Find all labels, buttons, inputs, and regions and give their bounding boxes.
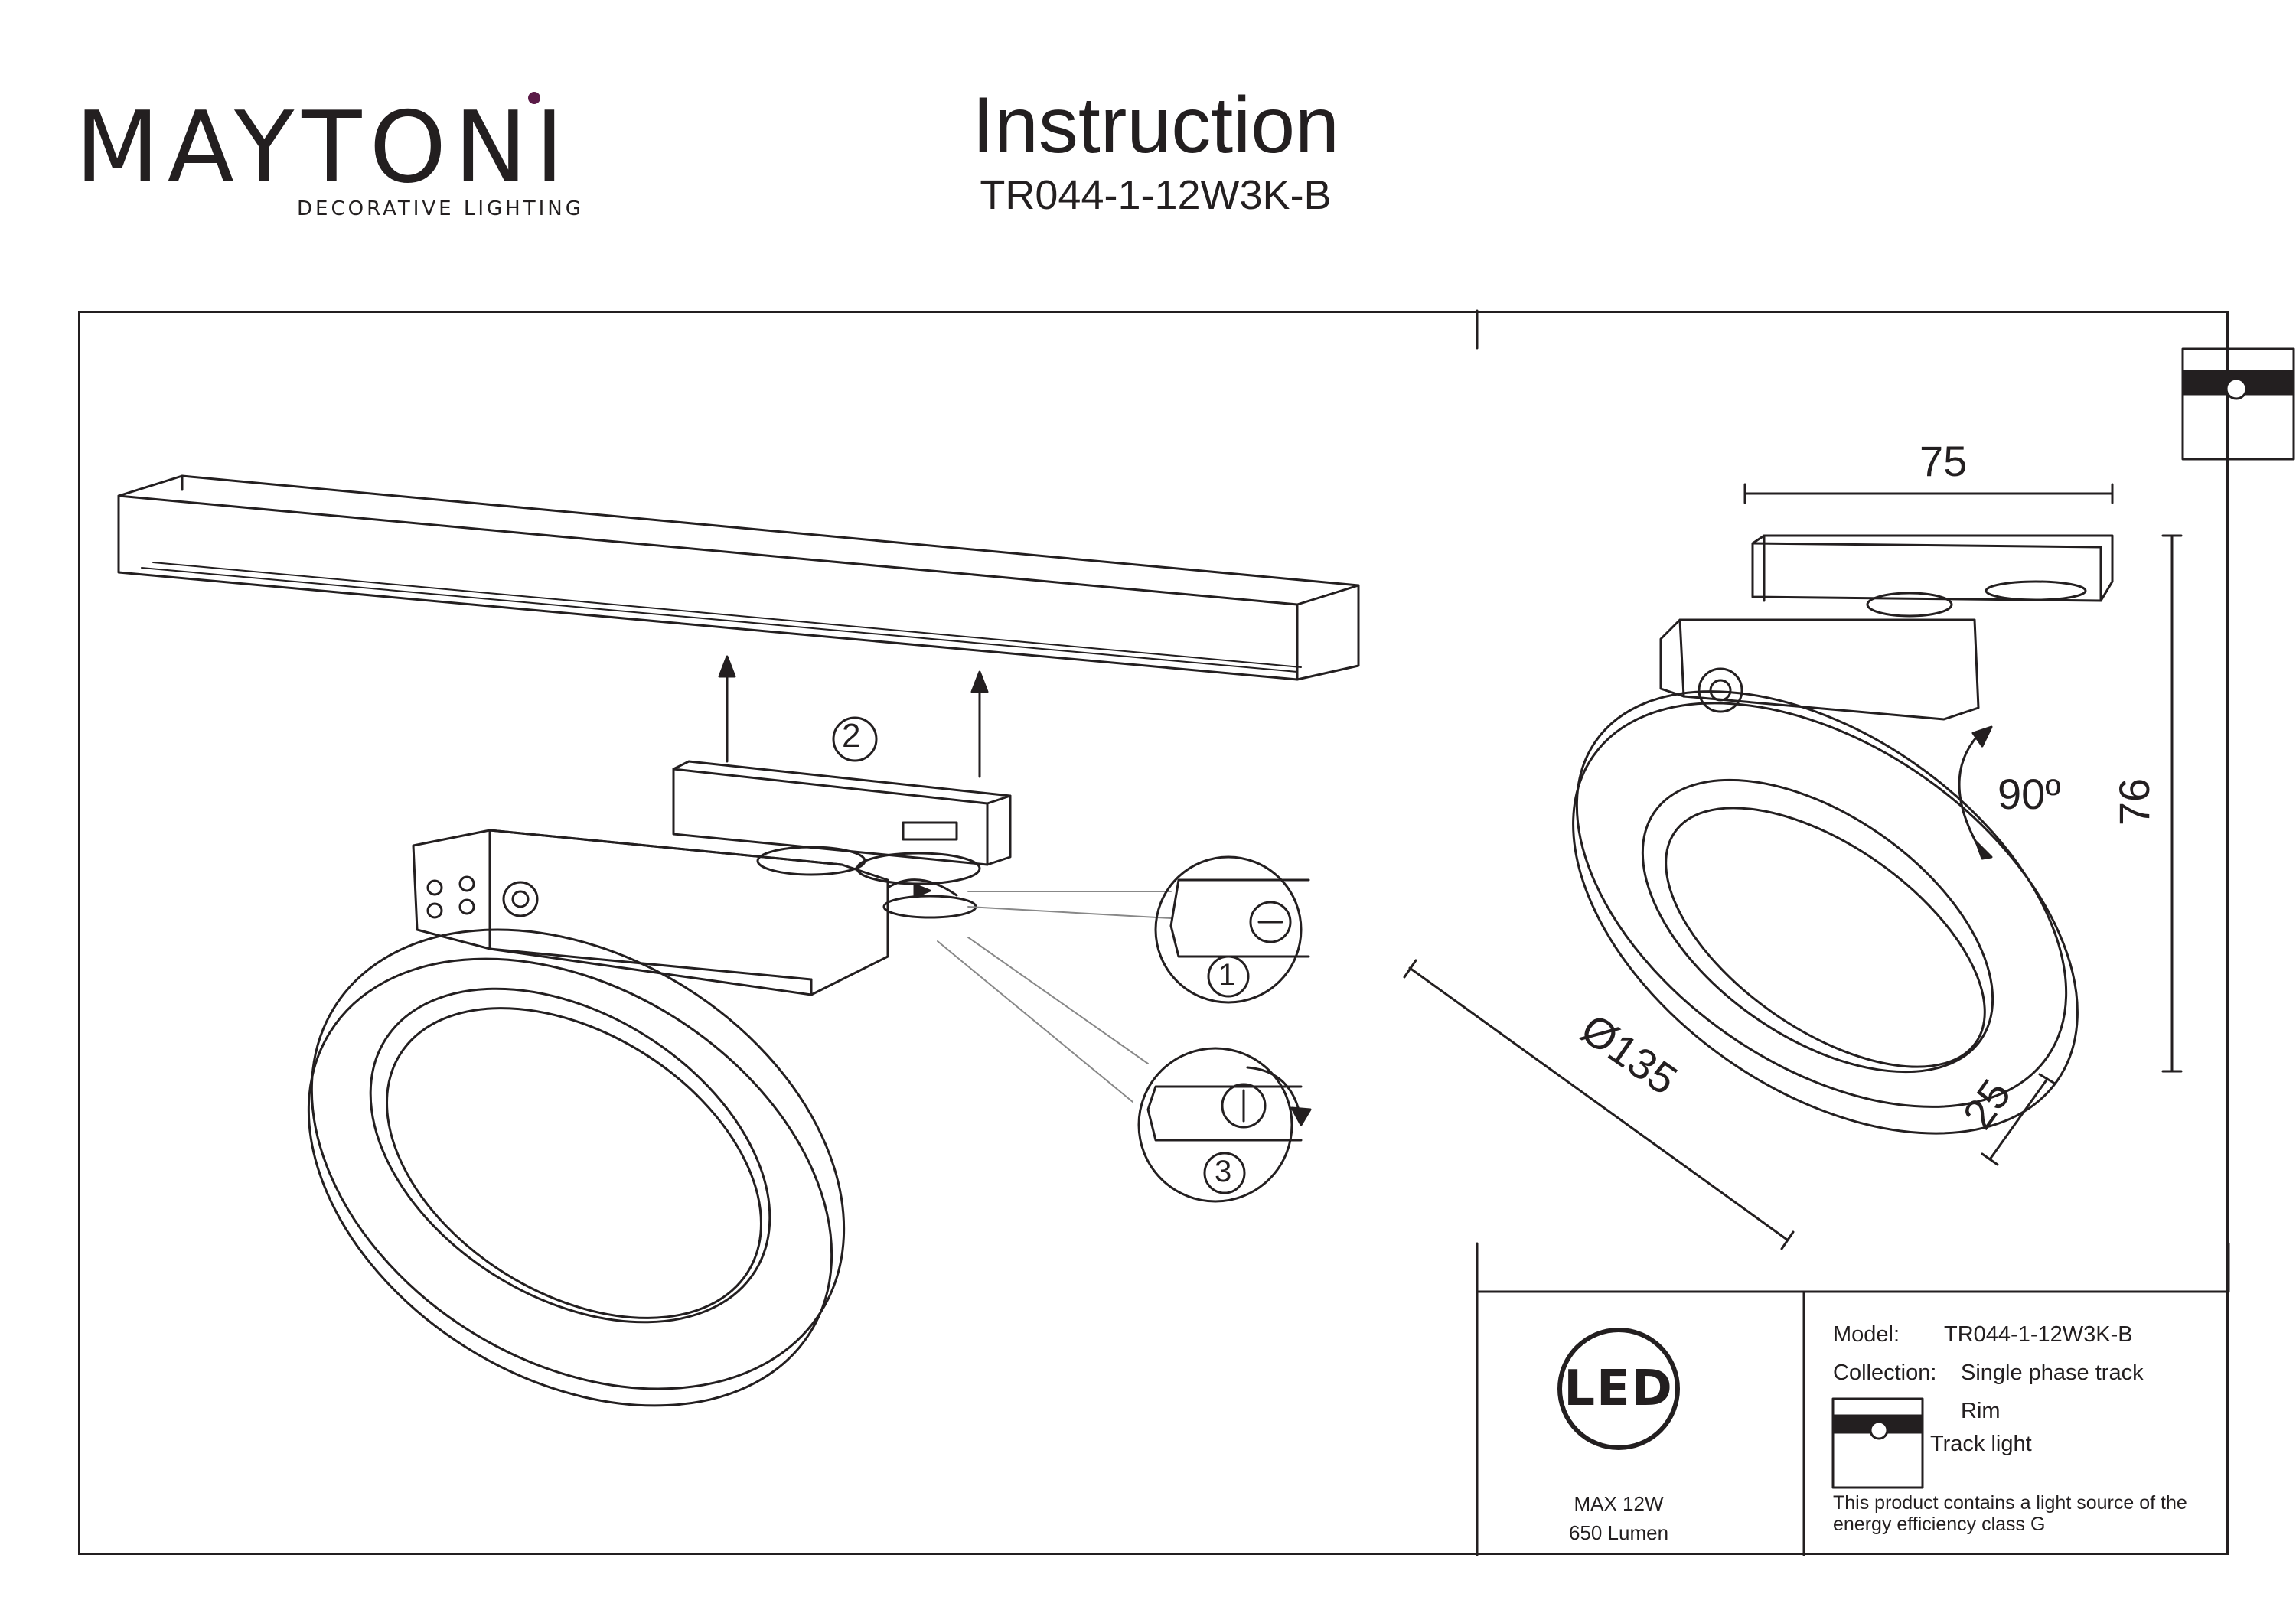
energy-note: This product contains a light source of … [1833, 1492, 2187, 1535]
detail-lock-closed [1154, 855, 1310, 1004]
step-1-label: 1 [1218, 958, 1236, 992]
logo-text: MAYTONI [75, 91, 572, 205]
collection-label: Collection: [1833, 1361, 1937, 1385]
step-2-circle [832, 716, 878, 762]
lamp-side-view [1572, 534, 2114, 1135]
dimension-lines [1403, 483, 2183, 1250]
dimension-width: 75 [1919, 437, 1968, 485]
rotate-hint [882, 895, 977, 919]
mounting-arm [412, 829, 889, 996]
dimension-height: 76 [2110, 777, 2159, 826]
track-light-pictogram [2181, 347, 2295, 461]
collection-value: Single phase track [1961, 1361, 2144, 1385]
power-spec: MAX 12W [1574, 1492, 1664, 1515]
adapter-exploded [672, 760, 1012, 897]
detail-lock-open [1137, 1047, 1312, 1203]
brand-logo: MAYTONI [75, 99, 572, 197]
model-label: Model: [1833, 1322, 1900, 1347]
insert-arrows [718, 655, 989, 778]
step-3-label: 3 [1215, 1155, 1232, 1188]
model-code: TR044-1-12W3K-B [980, 172, 1332, 218]
dimension-rotation: 90º [1998, 770, 2061, 818]
logo-accent-dot [528, 92, 540, 104]
step-2-label: 2 [842, 717, 861, 754]
track-rail [117, 474, 1360, 681]
led-badge: LED [1557, 1328, 1680, 1450]
callout-lines [937, 891, 1172, 1103]
model-value: TR044-1-12W3K-B [1944, 1322, 2133, 1347]
page-title: Instruction [972, 81, 1339, 170]
track-light-icon-small [1831, 1397, 1924, 1489]
ring-lamp-exploded [307, 928, 846, 1407]
series-name: Rim [1961, 1399, 2001, 1423]
brand-tagline: DECORATIVE LIGHTING [297, 197, 584, 220]
lumen-spec: 650 Lumen [1568, 1521, 1669, 1544]
instruction-frame [78, 311, 2229, 1555]
product-type: Track light [1930, 1432, 2032, 1456]
